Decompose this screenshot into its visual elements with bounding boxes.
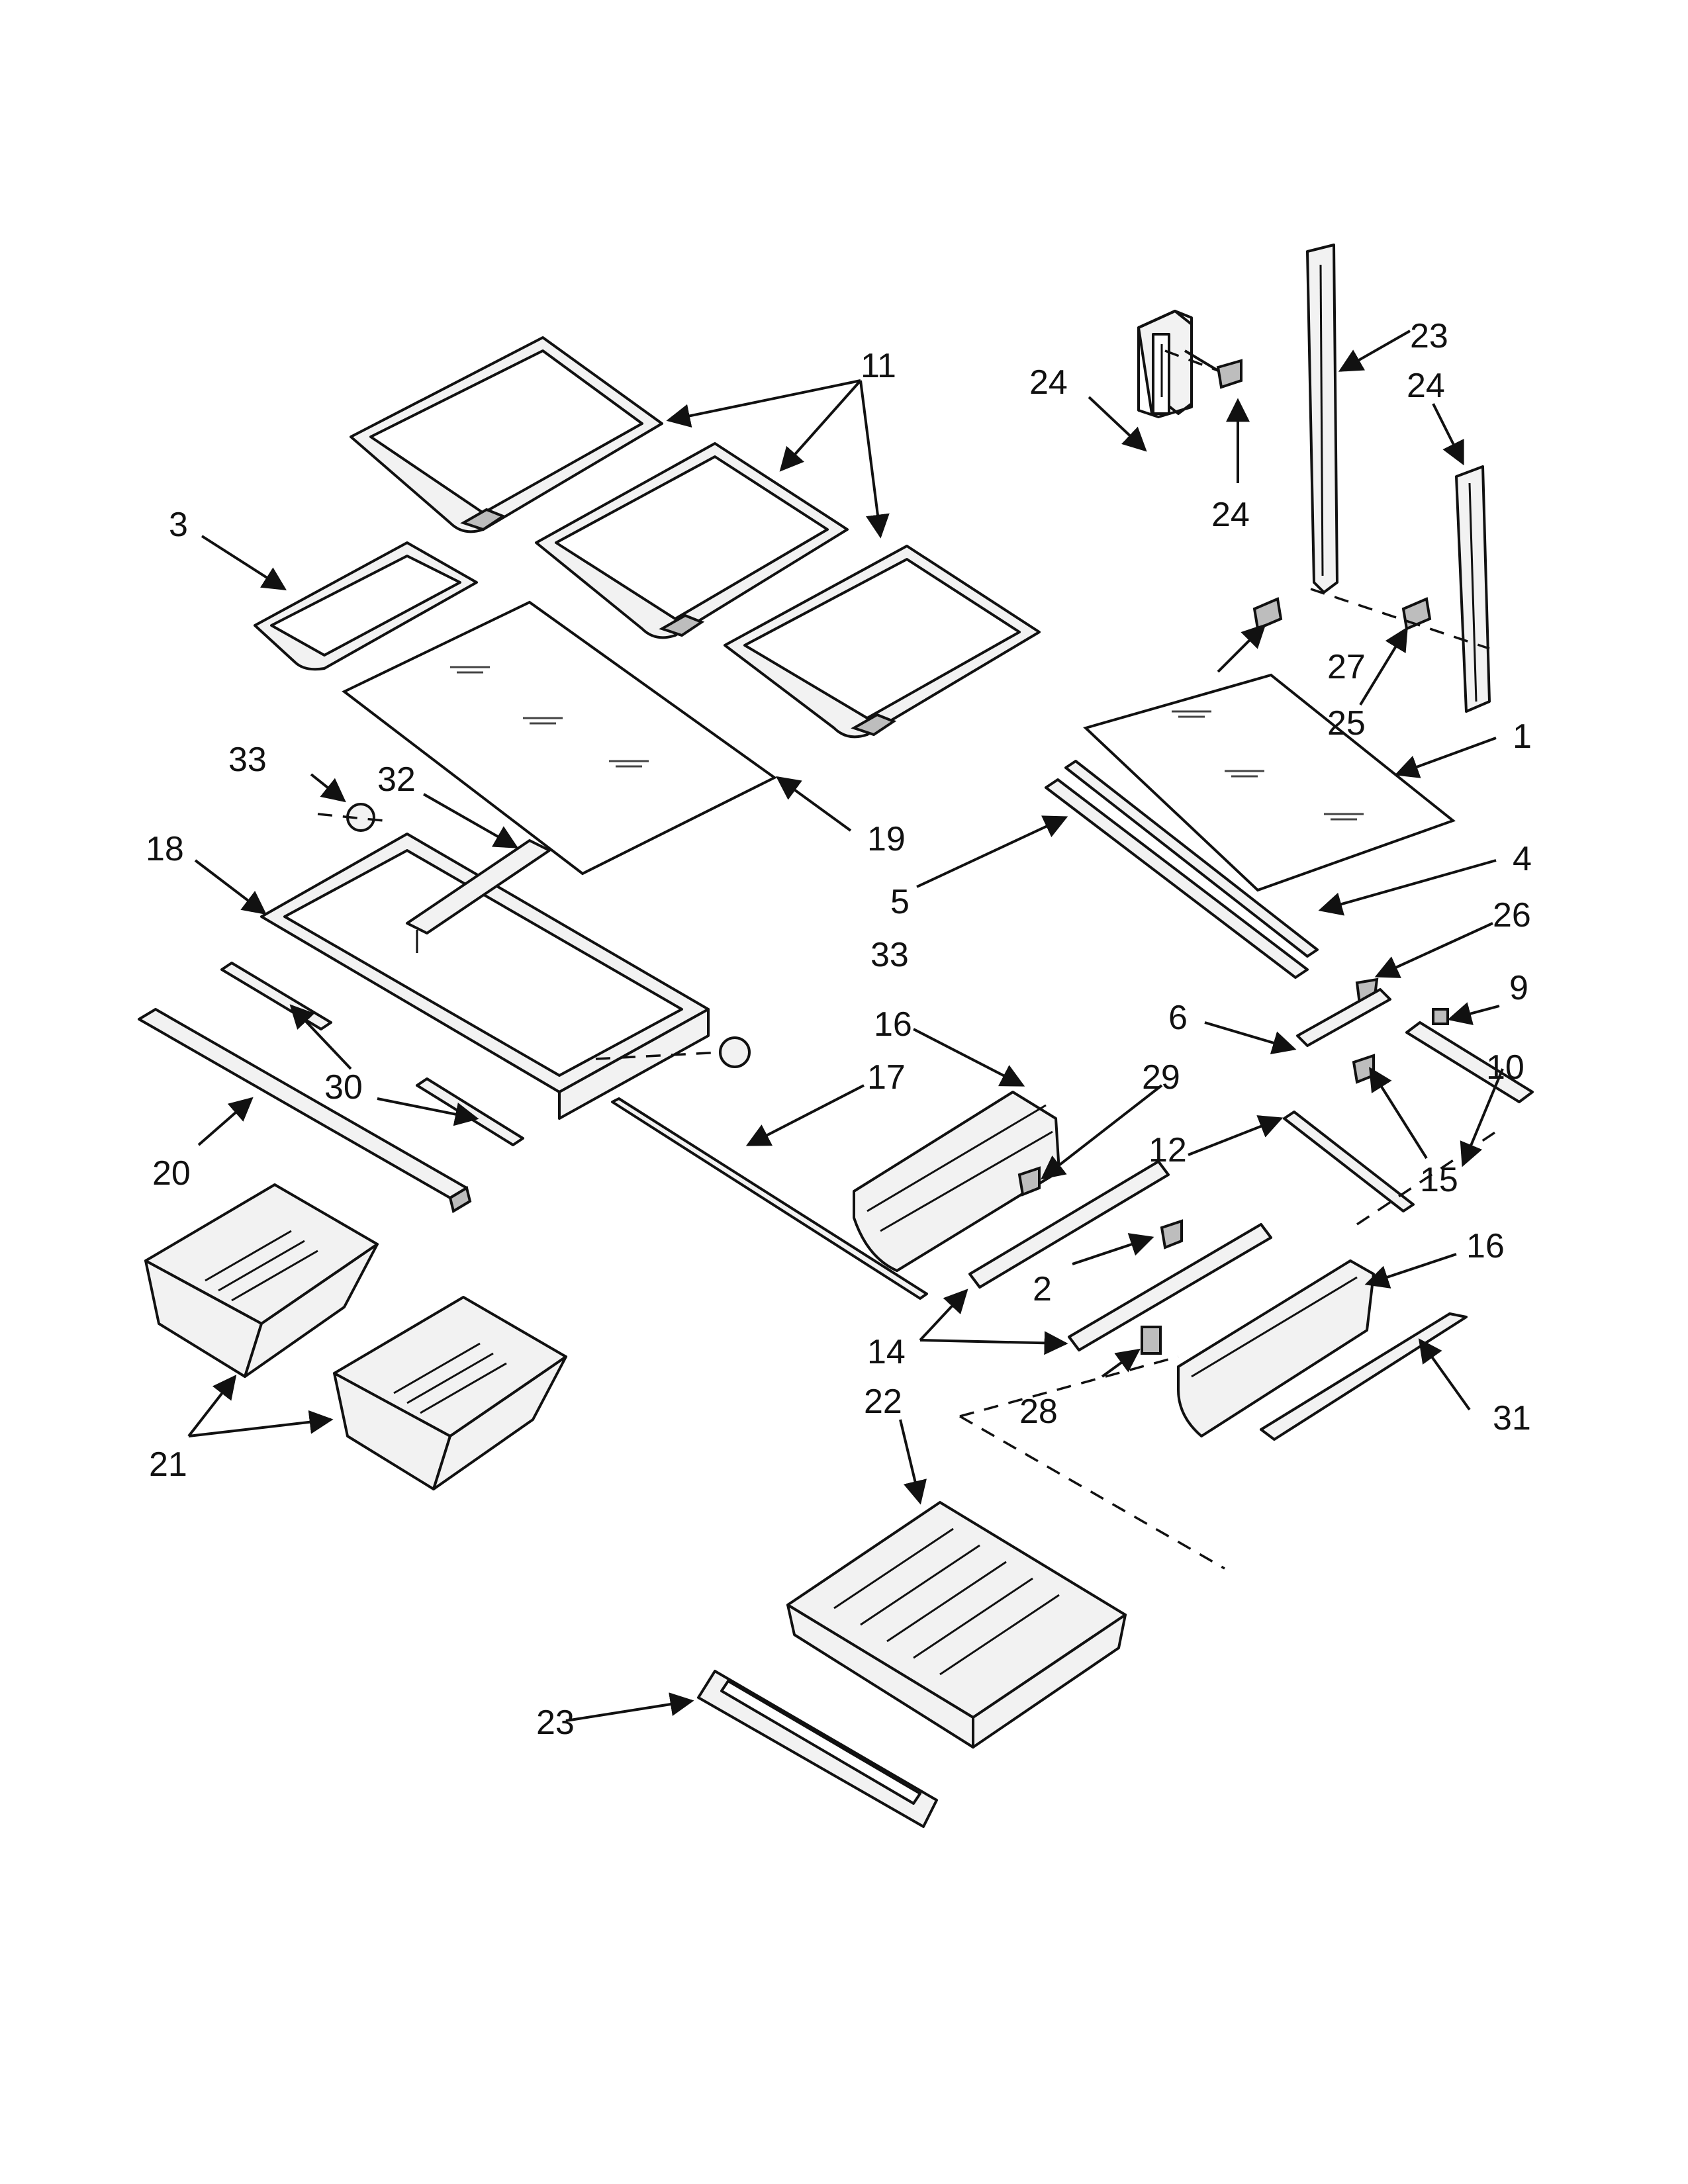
cover-19 — [138, 1008, 472, 1214]
shelf-frame-11-a — [350, 336, 663, 533]
callout-5: 5 — [890, 883, 910, 921]
trim-strip-5 — [1045, 778, 1309, 979]
trim-strip-4 — [1064, 760, 1319, 958]
glass-shelf-1 — [1083, 673, 1456, 892]
callout-18: 17 — [867, 1058, 906, 1097]
callout-29: 22 — [864, 1383, 902, 1421]
crisper-drawer-17-left — [144, 1183, 379, 1378]
callout-12: 12 — [1149, 1131, 1187, 1169]
callout-21: 19 — [867, 820, 906, 858]
callout-24-lower: 26 — [1493, 896, 1531, 934]
callout-10: 10 — [1486, 1048, 1524, 1087]
callout-16-lower: 16 — [1466, 1227, 1505, 1265]
callout-14: 14 — [867, 1333, 906, 1371]
assembly-lines — [317, 349, 1497, 1570]
screw-26 — [1017, 1166, 1041, 1197]
crisper-drawer-17-right — [333, 1296, 567, 1490]
screw-2 — [1160, 1219, 1183, 1250]
screw-25 — [1252, 597, 1283, 631]
callout-22: 23 — [1410, 317, 1448, 355]
callout-33-left: 33 — [228, 741, 267, 779]
slide-14-b — [1068, 1223, 1272, 1351]
callout-32: 32 — [377, 760, 416, 799]
ladder-rail-22 — [1306, 244, 1338, 594]
callout-23-left: 24 — [1029, 363, 1068, 402]
callout-24-upper: 24 — [1211, 496, 1250, 534]
callout-19: 20 — [152, 1154, 191, 1193]
callout-25: 27 — [1327, 648, 1366, 686]
bracket-10 — [1405, 1021, 1534, 1103]
crisper-frame-20 — [260, 833, 710, 1120]
pan-drawer-29 — [786, 1501, 1127, 1749]
callout-30: 28 — [1019, 1392, 1058, 1431]
bracket-6 — [1296, 988, 1391, 1047]
rail-27-b — [416, 1077, 524, 1146]
callout-31: 23 — [536, 1704, 575, 1742]
shelf-frame-11-b — [535, 442, 849, 639]
callout-3: 3 — [169, 506, 188, 544]
ladder-rail-23-right — [1455, 465, 1491, 713]
callout-9: 9 — [1509, 969, 1528, 1007]
drawer-handle-31 — [697, 1670, 938, 1828]
shelf-frame-11-c — [724, 545, 1041, 739]
screw-24-upper — [1184, 349, 1243, 389]
callout-6: 6 — [1168, 999, 1188, 1037]
callout-4: 4 — [1513, 840, 1532, 878]
clip-30 — [1141, 1326, 1162, 1355]
drawer-housing-16-lower — [1177, 1259, 1375, 1437]
callout-15: 15 — [1420, 1161, 1458, 1199]
rail-12 — [1283, 1111, 1415, 1212]
callout-17: 21 — [149, 1445, 187, 1484]
callout-11: 11 — [861, 347, 896, 385]
callout-28: 31 — [1493, 1399, 1531, 1437]
leader-arrows — [187, 330, 1504, 1722]
glass-shelf-21 — [342, 600, 777, 876]
small-shelf-frame-3 — [254, 541, 478, 671]
clip-9 — [1432, 1008, 1449, 1025]
callout-33-right: 33 — [870, 936, 909, 974]
callout-26: 29 — [1142, 1058, 1180, 1097]
callout-1: 1 — [1513, 717, 1532, 756]
callout-23-right: 24 — [1407, 367, 1445, 405]
ladder-rail-23-left — [1137, 310, 1193, 418]
callout-2: 2 — [1033, 1270, 1052, 1308]
slide-rail-32 — [406, 839, 551, 953]
callout-20: 18 — [146, 830, 184, 868]
handle-28 — [1260, 1312, 1468, 1441]
callout-27: 30 — [324, 1068, 363, 1107]
callout-24-middle: 25 — [1327, 704, 1366, 743]
callout-16-upper: 16 — [874, 1005, 912, 1044]
bracket-33-right — [719, 1036, 751, 1068]
slide-14-a — [968, 1160, 1170, 1289]
rail-27-a — [220, 962, 332, 1030]
callout-labels: 11 3 24 23 24 24 27 25 1 19 33 32 18 5 4… — [146, 317, 1532, 1742]
rod-18 — [611, 1097, 928, 1300]
